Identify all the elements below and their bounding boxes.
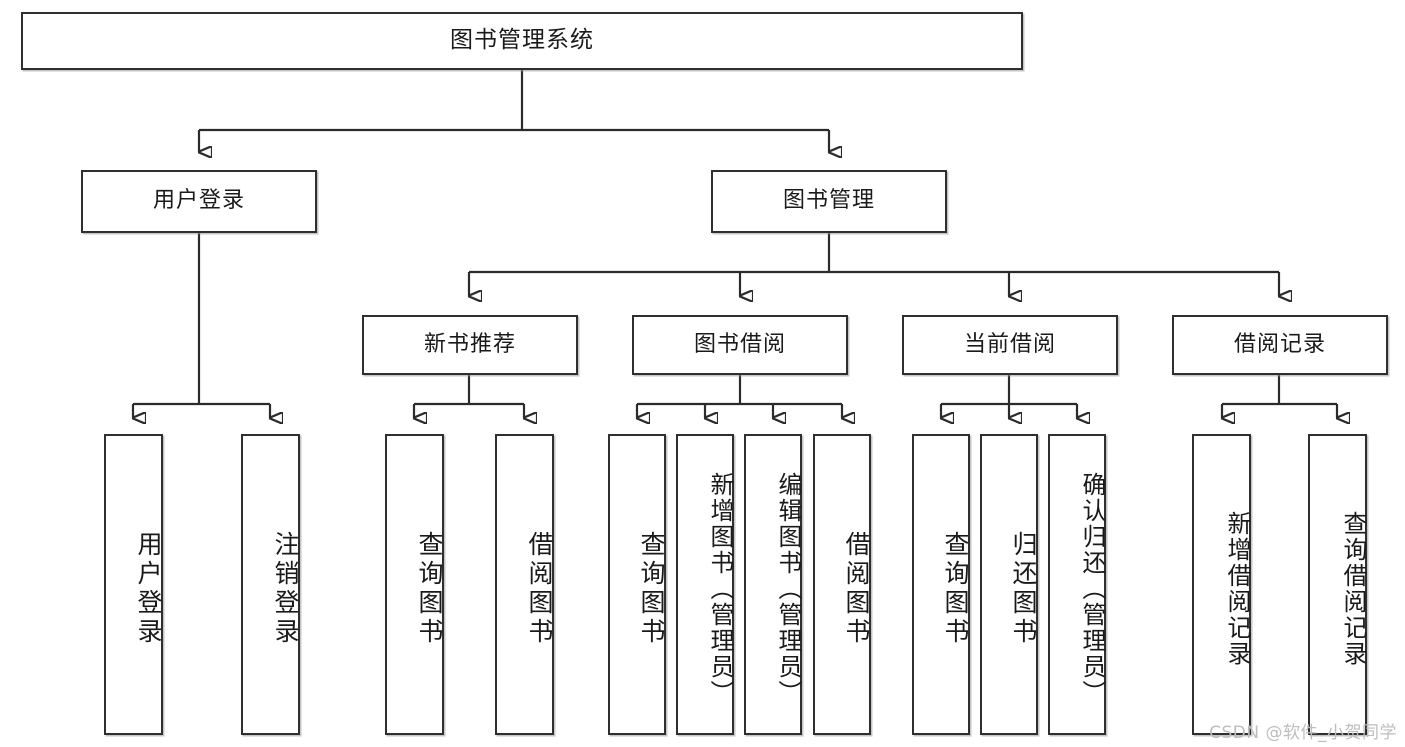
leaf-confirm-return-admin[interactable]: 确认归还（管理员） xyxy=(1048,434,1106,735)
leaf-query-borrow-record[interactable]: 查询借阅记录 xyxy=(1308,434,1367,735)
leaf-query-book-current[interactable]: 查询图书 xyxy=(912,434,970,735)
node-new-book-recommend[interactable]: 新书推荐 xyxy=(362,315,578,375)
leaf-add-book-admin[interactable]: 新增图书（管理员） xyxy=(676,434,734,735)
node-user-login[interactable]: 用户登录 xyxy=(81,170,317,233)
leaf-user-login[interactable]: 用户登录 xyxy=(104,434,163,735)
leaf-user-logout[interactable]: 注销登录 xyxy=(241,434,300,735)
leaf-return-book[interactable]: 归还图书 xyxy=(980,434,1038,735)
leaf-borrow-book-borrow[interactable]: 借阅图书 xyxy=(813,434,871,735)
leaf-edit-book-admin[interactable]: 编辑图书（管理员） xyxy=(744,434,802,735)
leaf-borrow-book-recommend[interactable]: 借阅图书 xyxy=(495,434,554,735)
node-root-system[interactable]: 图书管理系统 xyxy=(21,12,1023,70)
node-book-borrow[interactable]: 图书借阅 xyxy=(632,315,848,375)
node-borrow-record[interactable]: 借阅记录 xyxy=(1172,315,1388,375)
leaf-add-borrow-record[interactable]: 新增借阅记录 xyxy=(1192,434,1251,735)
node-book-management[interactable]: 图书管理 xyxy=(711,170,947,233)
node-current-borrow[interactable]: 当前借阅 xyxy=(902,315,1118,375)
leaf-query-book-recommend[interactable]: 查询图书 xyxy=(385,434,444,735)
leaf-query-book-borrow[interactable]: 查询图书 xyxy=(608,434,666,735)
csdn-watermark: CSDN @软件_小贺同学 xyxy=(1209,723,1397,743)
